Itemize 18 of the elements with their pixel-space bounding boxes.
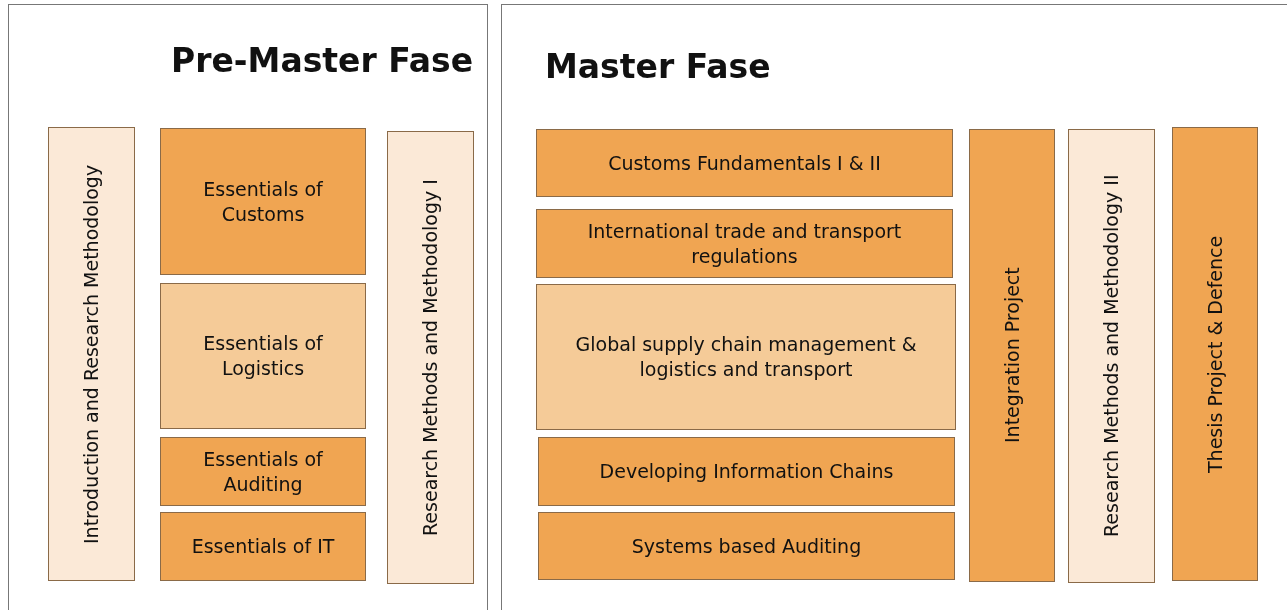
course-box: Essentials of Auditing — [160, 437, 366, 506]
course-box: Integration Project — [969, 129, 1055, 582]
course-box: Research Methods and Methodology I — [387, 131, 474, 584]
course-box: Introduction and Research Methodology — [48, 127, 135, 581]
course-box: Essentials of Logistics — [160, 283, 366, 429]
course-box: Systems based Auditing — [538, 512, 955, 580]
course-box: Developing Information Chains — [538, 437, 955, 506]
phase-panel — [8, 4, 488, 610]
phase-heading: Master Fase — [545, 47, 771, 86]
course-box: Thesis Project & Defence — [1172, 127, 1258, 581]
phase-panel — [501, 4, 1287, 610]
course-box: Essentials of Customs — [160, 128, 366, 275]
course-box: Essentials of IT — [160, 512, 366, 581]
course-box: Research Methods and Methodology II — [1068, 129, 1155, 583]
course-box: International trade and transport regulations — [536, 209, 953, 278]
course-box: Customs Fundamentals I & II — [536, 129, 953, 197]
phase-heading: Pre-Master Fase — [171, 41, 474, 80]
course-box: Global supply chain management & logistics and transport — [536, 284, 956, 430]
